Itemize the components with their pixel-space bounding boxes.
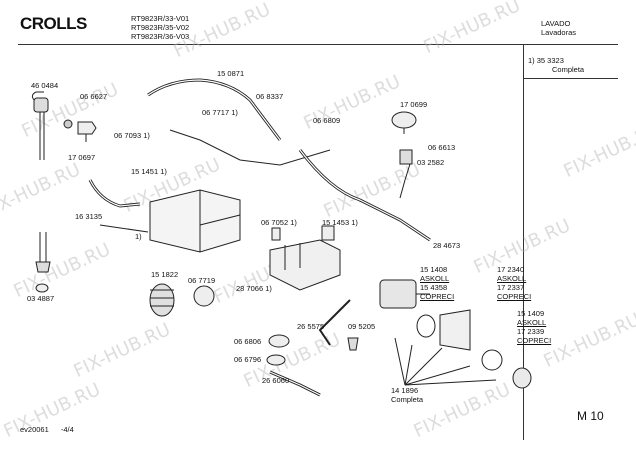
clamp-6806-part (268, 334, 290, 348)
part-label: 14 1896 (391, 386, 419, 395)
part-label: 06 7717 1) (202, 108, 238, 117)
model-number: RT9823R/33-V01 (131, 14, 190, 23)
ring-part (193, 285, 215, 307)
category-title: LAVADO (541, 19, 571, 28)
page-number: -4/4 (60, 425, 74, 434)
pressure-switch-part (391, 111, 417, 129)
model-list: RT9823R/33-V01 RT9823R/35-V02 RT9823R/36… (131, 14, 189, 41)
clamp-6796-part (266, 354, 286, 366)
part-label: 26 6060 (262, 376, 290, 385)
footnote-text: Completa (552, 65, 585, 74)
level-switch-part (399, 149, 413, 165)
pump-hose (318, 299, 351, 346)
part-label: 26 5575 (297, 322, 325, 331)
bellows-part (149, 283, 175, 317)
header-divider (18, 44, 618, 45)
part-label: 06 7093 1) (114, 131, 150, 140)
o-ring-part (416, 314, 436, 338)
wire-harness (169, 129, 331, 166)
hose-connector-part (33, 97, 49, 113)
part-label: 15 0871 (217, 69, 245, 78)
washer-part (63, 119, 73, 129)
part-label: 28 4673 (433, 241, 461, 250)
part-label: 06 6809 (313, 116, 341, 125)
part-label-group: 15 1408 ASKOLL 15 4358 COPRECI (420, 265, 454, 301)
part-label: 17 2340 (497, 265, 525, 274)
filter-housing-part (439, 309, 471, 351)
lower-hose (39, 232, 47, 262)
manufacturer-label: ASKOLL (420, 274, 450, 283)
part-label: 17 2337 (497, 283, 525, 292)
manufacturer-label: COPRECI (420, 292, 455, 301)
part-label: 15 1822 (151, 270, 179, 279)
part-label: 15 4358 (420, 283, 448, 292)
footnote-divider (523, 78, 618, 79)
siphon-hose (88, 179, 141, 208)
part-label: 03 2582 (417, 158, 445, 167)
footer-doc-info: ev20061 -4/4 (20, 425, 74, 434)
part-label: 15 1408 (420, 265, 448, 274)
completa-leaders (394, 337, 497, 386)
model-number: RT9823R/36-V03 (131, 32, 190, 41)
part-label: 06 6806 (234, 337, 262, 346)
part-label: 28 7066 1) (236, 284, 272, 293)
part-label: 16 3135 (75, 212, 103, 221)
model-number: RT9823R/35-V02 (131, 23, 190, 32)
clip-part (271, 227, 281, 241)
part-label: 15 1453 1) (322, 218, 358, 227)
foot-part (35, 283, 49, 293)
part-label: 17 0699 (400, 100, 428, 109)
section-code: M 10 (577, 409, 604, 423)
part-label: 17 2339 (517, 327, 545, 336)
category-block: LAVADO Lavadoras (541, 19, 576, 37)
part-label: 17 0697 (68, 153, 96, 162)
part-label-group: 14 1896 Completa (391, 386, 423, 404)
seal-part (321, 225, 335, 241)
part-label: 46 0484 (31, 81, 59, 90)
part-label: 06 6627 (80, 92, 108, 101)
part-label: 06 6796 (234, 355, 262, 364)
manufacturer-label: ASKOLL (517, 318, 547, 327)
part-label: 09 5205 (348, 322, 376, 331)
manufacturer-label: ASKOLL (497, 274, 527, 283)
brand-logo: CROLLS (20, 14, 87, 33)
doc-code: ev20061 (20, 425, 49, 434)
part-label: 06 7719 (188, 276, 216, 285)
category-subtitle: Lavadoras (541, 28, 577, 37)
drain-pump-part (379, 279, 417, 309)
notes-column-divider (523, 44, 524, 440)
part-label: 15 1451 1) (131, 167, 167, 176)
part-label: Completa (391, 395, 424, 404)
part-label: 1) (135, 232, 142, 241)
manufacturer-label: COPRECI (517, 336, 552, 345)
footnote-number: 1) 35 3323 (528, 56, 564, 65)
filter-cap-part (512, 367, 532, 389)
valve-5205-part (347, 337, 359, 351)
filter-ring-part (481, 349, 503, 371)
part-label: 06 6613 (428, 143, 456, 152)
footnote: 1) 35 3323 Completa (528, 56, 584, 74)
part-label-group: 15 1409 ASKOLL 17 2339 COPRECI (517, 309, 551, 345)
part-label: 15 1409 (517, 309, 545, 318)
part-label: 06 7052 1) (261, 218, 297, 227)
inlet-valve-part (77, 121, 97, 135)
part-label: 06 8337 (256, 92, 284, 101)
manufacturer-label: COPRECI (497, 292, 532, 301)
part-label-group: 17 2340 ASKOLL 17 2337 COPRECI (497, 265, 531, 301)
part-label: 03 4887 (27, 294, 55, 303)
detergent-drawer-part (149, 189, 241, 253)
dispenser-tray-part (269, 239, 341, 291)
